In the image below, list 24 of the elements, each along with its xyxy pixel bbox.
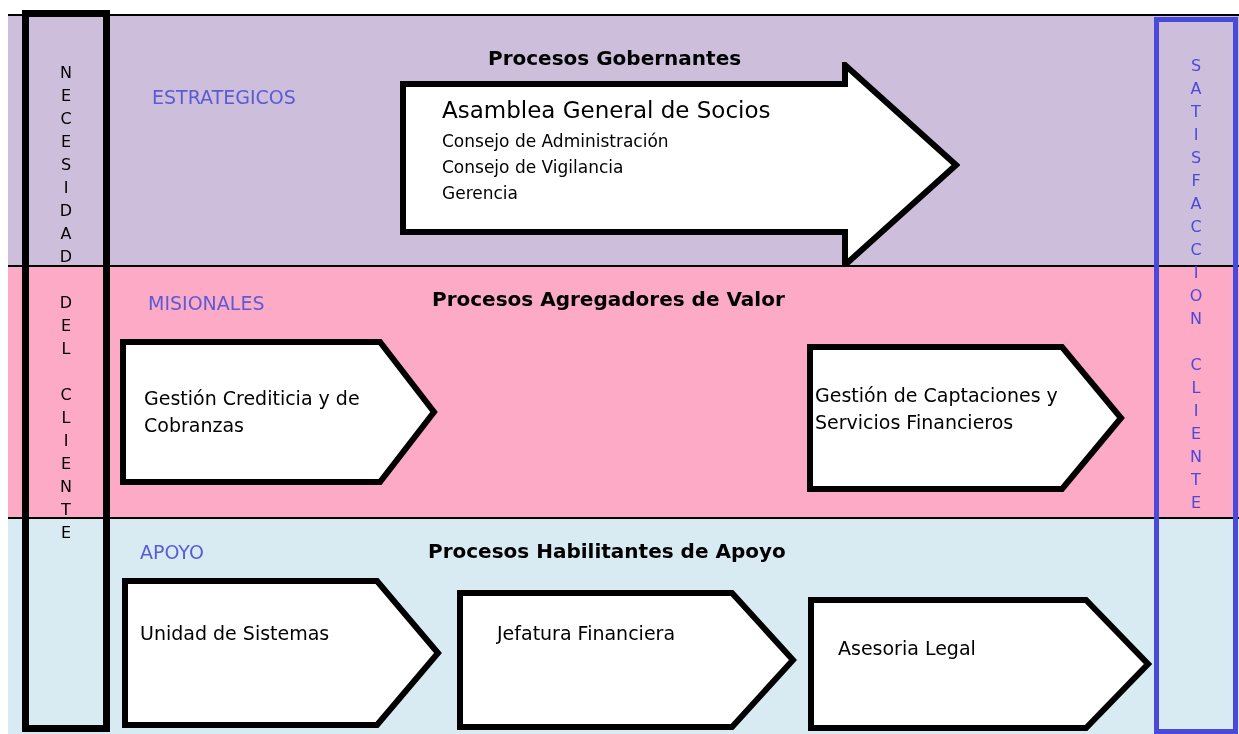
process-pentagon [122,578,442,728]
side-bar [1154,17,1238,734]
category-label: APOYO [140,541,204,563]
process-pentagon [457,590,797,730]
process-label: Consejo de Administración [442,130,669,153]
process-label: Asamblea General de Socios [442,96,771,125]
band-title: Procesos Gobernantes [488,46,742,70]
process-label: Gerencia [442,182,518,205]
process-label: Unidad de Sistemas [140,621,331,646]
vertical-label: SATISFACCION CLIENTE [1186,56,1206,518]
process-label: Asesoria Legal [838,636,977,661]
category-label: ESTRATEGICOS [152,86,296,108]
process-label: Jefatura Financiera [497,621,677,646]
process-label: Consejo de Vigilancia [442,156,624,179]
side-bar [22,10,110,732]
process-label: Gestión Crediticia y de Cobranzas [144,386,361,438]
process-pentagon [807,344,1125,492]
process-pentagon [808,597,1152,731]
band-title: Procesos Habilitantes de Apoyo [428,539,786,563]
process-pentagon [120,339,438,485]
vertical-label: NECESIDAD DEL CLIENTE [56,63,76,548]
category-label: MISIONALES [148,292,265,314]
process-label: Gestión de Captaciones y Servicios Financieros [815,383,1059,435]
band-title: Procesos Agregadores de Valor [432,287,785,311]
